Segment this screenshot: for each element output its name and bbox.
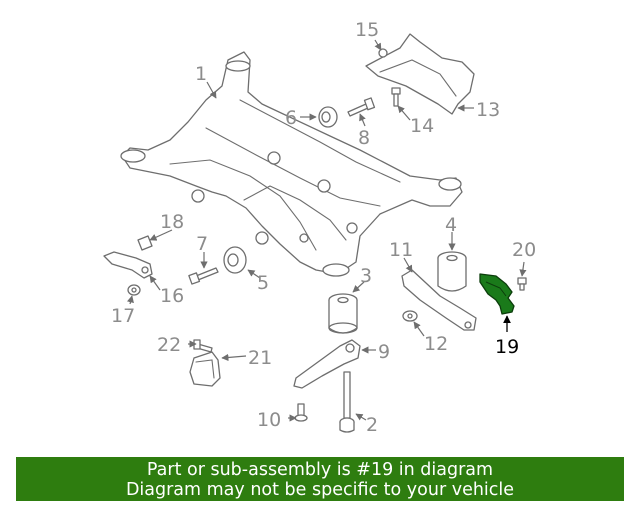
info-banner: Part or sub-assembly is #19 in diagram D… [16,457,624,501]
callout-labels: 1 2 3 4 5 6 7 8 9 10 11 12 13 14 15 16 1… [111,19,536,436]
bolt-part-8 [347,97,376,117]
callout-4: 4 [445,214,457,236]
callout-18: 18 [160,211,184,233]
banner-line-1: Part or sub-assembly is #19 in diagram [146,460,494,480]
callout-2: 2 [366,414,378,436]
leader-lines [126,39,527,422]
bolt-part-10 [294,403,308,422]
bolt-part-14 [391,87,401,107]
callout-19-highlighted[interactable]: 19 [495,336,519,358]
callout-14: 14 [410,115,434,137]
callout-17: 17 [111,305,135,327]
bolt-part-7 [188,267,219,285]
subframe-part-1 [120,51,463,277]
parts-diagram: 1 2 3 4 5 6 7 8 9 10 11 12 13 14 15 16 1… [103,19,536,436]
bushing-part-4 [437,251,467,292]
nut-part-12 [402,310,418,322]
bracket-part-11 [401,269,477,331]
callout-21: 21 [248,347,272,369]
callout-10: 10 [257,409,281,431]
callout-9: 9 [378,341,390,363]
callout-3: 3 [360,265,372,287]
bushing-part-5 [223,246,247,274]
banner-line-2: Diagram may not be specific to your vehi… [125,480,515,500]
bracket-part-19-highlighted[interactable] [479,273,515,315]
callout-5: 5 [257,272,269,294]
bolt-part-20 [517,277,527,291]
callout-8: 8 [358,127,370,149]
nut-part-18 [137,235,153,251]
bracket-part-21 [189,351,221,387]
callout-6: 6 [285,107,297,129]
link-arm-part-9 [293,339,361,389]
callout-22: 22 [157,334,181,356]
callout-11: 11 [389,239,413,261]
callout-15: 15 [355,19,379,41]
bolt-part-22 [193,339,213,353]
callout-16: 16 [160,285,184,307]
callout-13: 13 [476,99,500,121]
callout-20: 20 [512,239,536,261]
callout-1: 1 [195,63,207,85]
bolt-part-2 [339,371,355,433]
callout-7: 7 [196,233,208,255]
callout-12: 12 [424,333,448,355]
nut-part-17 [127,284,141,296]
bushing-part-3 [328,293,358,334]
bracket-part-13 [365,33,475,115]
bracket-part-16 [103,251,153,279]
bushing-part-6 [318,106,338,128]
